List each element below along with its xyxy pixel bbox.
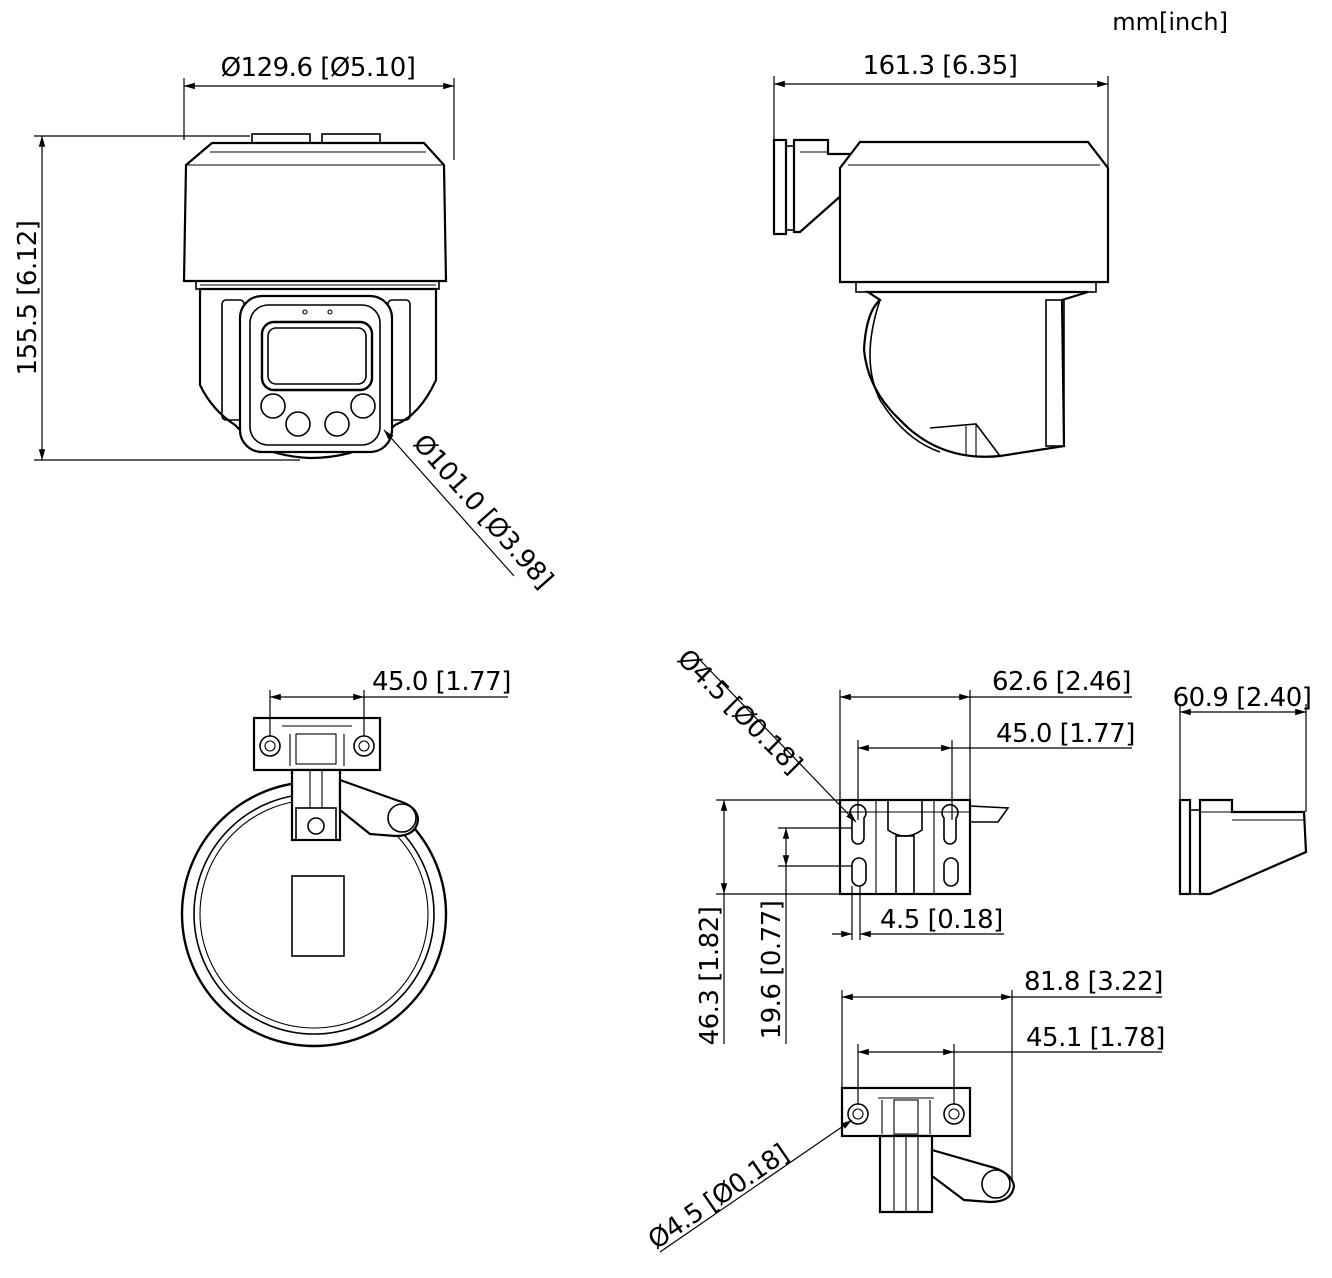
top-bracket-length-label: 81.8 [3.22]: [1024, 967, 1163, 997]
top-bracket-hole-spacing-label: 45.1 [1.78]: [1026, 1023, 1165, 1053]
front-view: Ø129.6 [Ø5.10] 155.5 [6.12] Ø101.0 [Ø3.9…: [13, 53, 558, 595]
bracket-slot-width-label: 4.5 [0.18]: [880, 905, 1003, 935]
bracket-slot-height-label: 19.6 [0.77]: [757, 901, 787, 1040]
bracket-hole-diameter-top-label: Ø4.5 [Ø0.18]: [671, 644, 807, 780]
bracket-side-view: 60.9 [2.40]: [1173, 683, 1312, 896]
bracket-width-label: 62.6 [2.46]: [992, 667, 1131, 697]
bottom-view: 45.0 [1.77]: [180, 667, 511, 1048]
side-view: 161.3 [6.35]: [772, 51, 1110, 458]
units-label: mm[inch]: [1112, 8, 1228, 36]
front-lens-diameter-label: Ø101.0 [Ø3.98]: [407, 429, 559, 595]
front-width-label: Ø129.6 [Ø5.10]: [221, 53, 416, 83]
side-depth-label: 161.3 [6.35]: [863, 51, 1018, 81]
bracket-side-depth-label: 60.9 [2.40]: [1173, 683, 1312, 713]
bottom-hole-spacing-label: 45.0 [1.77]: [372, 667, 511, 697]
bracket-hole-spacing-label: 45.0 [1.77]: [996, 719, 1135, 749]
bracket-height-label: 46.3 [1.82]: [695, 907, 725, 1046]
front-height-label: 155.5 [6.12]: [13, 221, 43, 376]
top-bracket-hole-diameter-label: Ø4.5 [Ø0.18]: [643, 1139, 794, 1256]
